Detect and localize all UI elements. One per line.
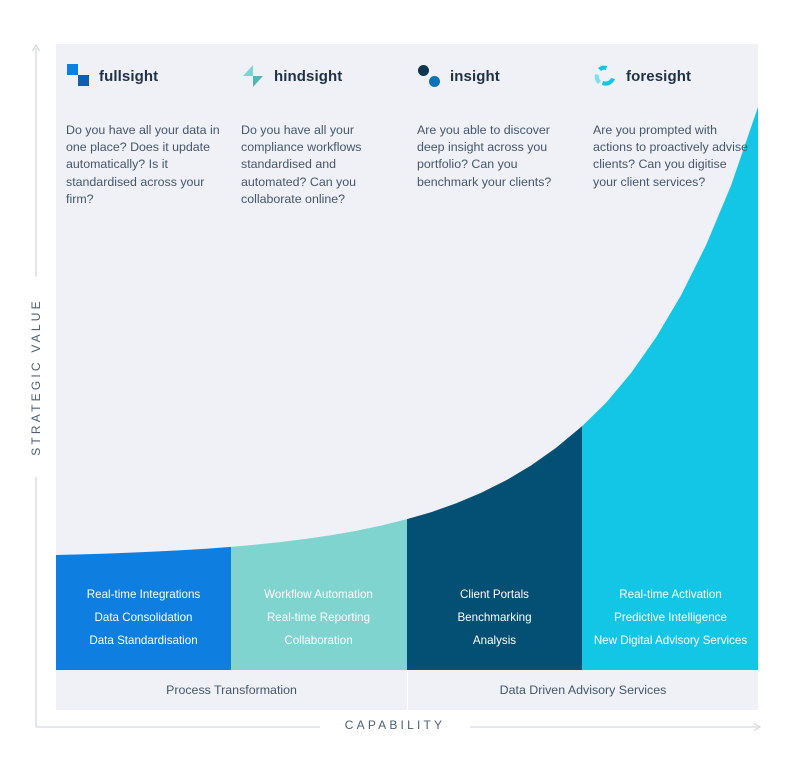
features-foresight: Real-time Activation Predictive Intellig… bbox=[583, 583, 758, 652]
group-data-driven-advisory: Data Driven Advisory Services bbox=[499, 683, 667, 697]
band-fullsight bbox=[56, 546, 231, 670]
feature-item: Client Portals bbox=[460, 588, 529, 601]
features-hindsight: Workflow Automation Real-time Reporting … bbox=[231, 583, 406, 652]
value-curve bbox=[56, 107, 758, 670]
feature-item: New Digital Advisory Services bbox=[593, 634, 748, 647]
feature-item: Data Standardisation bbox=[89, 634, 198, 647]
foresight-icon bbox=[594, 65, 615, 86]
group-bar: Process Transformation Data Driven Advis… bbox=[56, 670, 758, 710]
group-process-transformation: Process Transformation bbox=[166, 683, 297, 697]
x-axis-arrow-icon bbox=[753, 723, 761, 731]
stage-title: hindsight bbox=[274, 67, 343, 85]
insight-icon bbox=[418, 65, 440, 87]
stage-title: insight bbox=[450, 67, 500, 85]
feature-item: Real-time Reporting bbox=[266, 611, 371, 624]
stage-title: foresight bbox=[626, 67, 692, 85]
band-insight bbox=[407, 426, 582, 670]
feature-item: Workflow Automation bbox=[264, 588, 373, 601]
feature-item: Real-time Integrations bbox=[86, 588, 201, 601]
feature-item: Predictive Intelligence bbox=[614, 611, 727, 624]
brand-foresight: foresight bbox=[593, 64, 691, 88]
feature-item: Data Consolidation bbox=[94, 611, 193, 624]
fullsight-icon bbox=[67, 64, 89, 86]
stage-question: Are you able to discover deep insight ac… bbox=[417, 123, 552, 189]
group-divider bbox=[407, 670, 408, 710]
x-axis-title: CAPABILITY bbox=[320, 718, 470, 732]
y-axis-arrow-icon bbox=[32, 44, 40, 52]
brand-fullsight: fullsight bbox=[66, 64, 158, 88]
band-foresight bbox=[582, 107, 758, 670]
band-hindsight bbox=[231, 519, 407, 670]
features-fullsight: Real-time Integrations Data Consolidatio… bbox=[56, 583, 231, 652]
brand-hindsight: hindsight bbox=[241, 64, 342, 88]
feature-item: Collaboration bbox=[284, 634, 353, 647]
stage-question: Are you prompted with actions to proacti… bbox=[593, 123, 748, 189]
stage-question: Do you have all your data in one place? … bbox=[66, 123, 220, 206]
y-axis-title: STRATEGIC VALUE bbox=[29, 277, 43, 477]
brand-insight: insight bbox=[417, 64, 500, 88]
stage-title: fullsight bbox=[99, 67, 159, 85]
features-insight: Client Portals Benchmarking Analysis bbox=[407, 583, 582, 652]
feature-item: Real-time Activation bbox=[619, 588, 722, 601]
feature-item: Analysis bbox=[472, 634, 517, 647]
hindsight-icon bbox=[243, 65, 263, 87]
feature-item: Benchmarking bbox=[457, 611, 532, 624]
stage-question: Do you have all your compliance workflow… bbox=[241, 123, 362, 206]
